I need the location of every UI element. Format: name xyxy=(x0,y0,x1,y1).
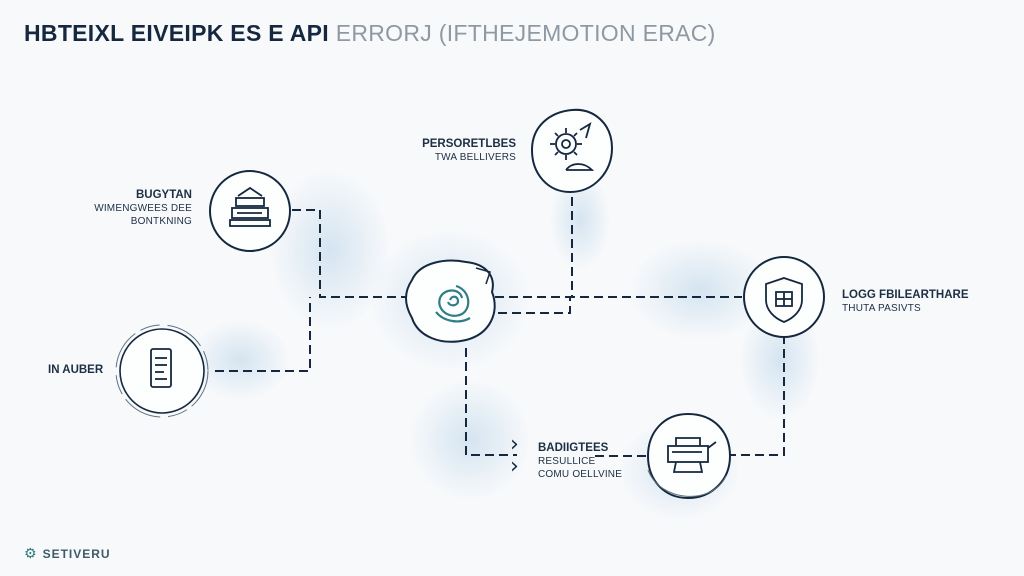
gear-icon xyxy=(550,122,595,171)
brand-name: SETIVERU xyxy=(42,546,111,561)
chevron-right-icon: › xyxy=(510,454,519,479)
title-main: HBTEIXL EIVEIPK ES E API xyxy=(24,20,329,46)
brand-logo-icon: ⚙ xyxy=(24,545,38,561)
label-top-left: BUGYTAN WIMENGWEES DEE BONTKNING xyxy=(94,189,192,228)
shield-icon xyxy=(765,277,803,323)
node-bottom xyxy=(646,412,732,500)
chevron-right-icon: › xyxy=(510,432,519,457)
node-right xyxy=(743,256,825,338)
label-left: IN AUBER xyxy=(48,364,103,377)
server-icon xyxy=(229,186,271,227)
label-bottom-line2: COMU OELLVINE xyxy=(538,469,623,480)
label-left-title: IN AUBER xyxy=(48,364,104,376)
label-top-left-line2: BONTKNING xyxy=(130,216,192,227)
connector-shield-to-printer xyxy=(728,335,785,456)
footer-brand: ⚙ SETIVERU xyxy=(24,545,111,562)
node-top xyxy=(530,108,614,194)
connector-phone-to-center xyxy=(215,297,311,372)
label-right-title: LOGG FBILEARTHARE xyxy=(842,289,969,301)
connectors xyxy=(215,193,785,457)
label-bottom: BADIIGTEES RESULLICE COMU OELLVINE xyxy=(538,442,622,481)
connector-gear-to-shield xyxy=(498,296,742,314)
node-center xyxy=(405,259,496,343)
label-right-line1: THUTA PASIVTS xyxy=(842,303,921,314)
connector-server-to-center xyxy=(292,209,408,298)
swirl-icon xyxy=(435,284,471,323)
label-top-line1: TWA BELLIVERS xyxy=(434,152,516,163)
label-top-left-line1: WIMENGWEES DEE xyxy=(94,203,192,214)
label-bottom-title: BADIIGTEES xyxy=(538,442,609,454)
label-right: LOGG FBILEARTHARE THUTA PASIVTS xyxy=(842,289,969,315)
label-top-left-title: BUGYTAN xyxy=(135,189,192,201)
phone-icon xyxy=(150,348,172,388)
connector-center-to-printer xyxy=(465,348,517,456)
label-top: PERSORETLBES TWA BELLIVERS xyxy=(422,138,516,164)
page-title: HBTEIXL EIVEIPK ES E API ERRORJ (IFTHEJE… xyxy=(24,20,716,47)
printer-icon xyxy=(667,437,717,473)
node-top-left xyxy=(209,170,291,252)
label-top-title: PERSORETLBES xyxy=(422,138,516,150)
node-left xyxy=(115,324,209,418)
label-bottom-line1: RESULLICE xyxy=(538,456,596,467)
title-sub: ERRORJ (IFTHEJEMOTION ERAC) xyxy=(335,20,716,46)
